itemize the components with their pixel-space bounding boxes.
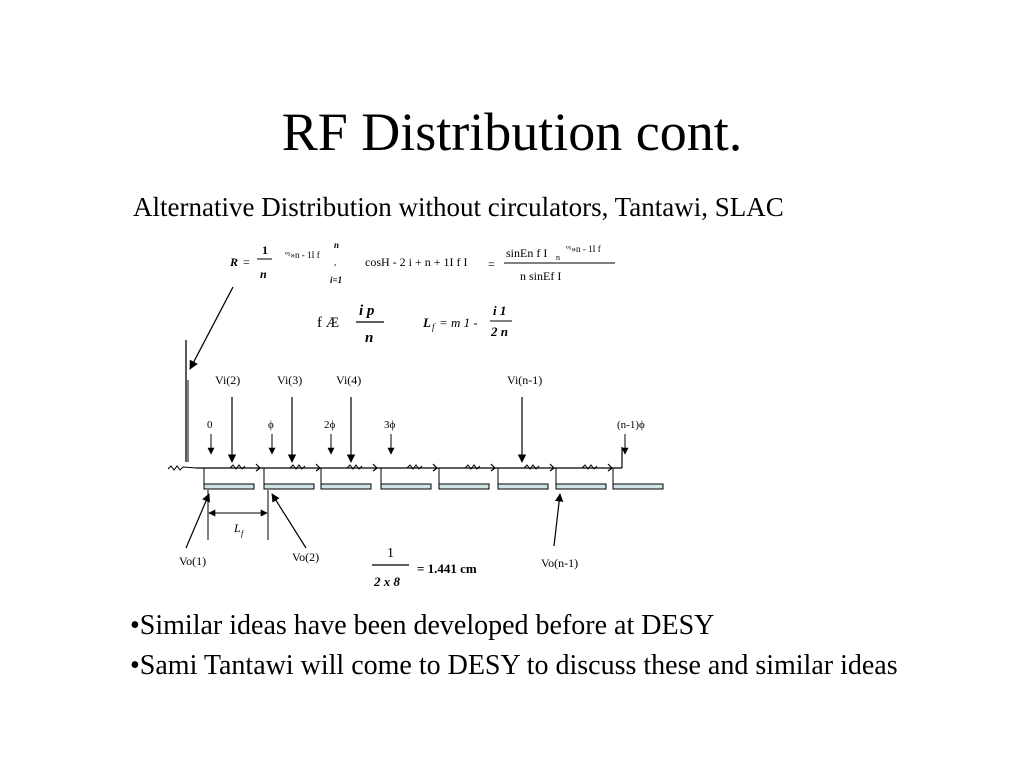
slide-title: RF Distribution cont. xyxy=(281,102,743,162)
dim-label: L xyxy=(233,521,241,535)
eq1-sum-top: n xyxy=(334,240,339,250)
input-arrows xyxy=(227,397,527,463)
phase0-label: 0 xyxy=(207,419,213,431)
radiating-element xyxy=(612,483,664,490)
eq3-lhs-sub: f xyxy=(432,322,436,332)
vo1-label: Vo(1) xyxy=(179,554,206,568)
radiating-element xyxy=(203,483,255,490)
vo2-arrow xyxy=(271,493,307,549)
phase2-label: 2ϕ xyxy=(324,419,336,431)
radiating-element xyxy=(438,483,490,490)
phase1-label: ϕ xyxy=(268,419,274,431)
input-labels: Vi(2) Vi(3) Vi(4) Vi(n-1) xyxy=(215,373,542,387)
eq1-frac-num: 1 xyxy=(262,243,268,257)
eq1-equals-2: = xyxy=(488,257,495,271)
eq4-frac-num: 1 xyxy=(387,546,394,561)
coupler-squiggle xyxy=(581,464,598,470)
spacing-dimension: L f xyxy=(207,490,269,540)
eq4-result: = 1.441 cm xyxy=(417,561,477,576)
eq1-frac-den: n xyxy=(260,267,267,281)
equation-length: L f = m 1 - i 1 2 n xyxy=(422,303,512,339)
equation-reflection: R = 1 n º¹»n - 1I f n , i=1 cosH - 2 i +… xyxy=(229,240,615,285)
dim-label-sub: f xyxy=(241,529,245,538)
coupler-junction xyxy=(372,463,378,472)
eq1-rhs-den: n sinEf I xyxy=(520,269,561,283)
eq1-lhs: R xyxy=(229,255,238,269)
bullet-item: •Sami Tantawi will come to DESY to discu… xyxy=(130,650,898,681)
vi2-label: Vi(2) xyxy=(215,373,240,387)
coupler-squiggle xyxy=(289,464,306,470)
eq2-frac-den: n xyxy=(365,330,373,346)
taps xyxy=(203,463,664,490)
eq2-lhs: f Æ xyxy=(317,315,339,331)
coupler-squiggle xyxy=(523,464,540,470)
eq1-rhs-num: sinEn f I xyxy=(506,246,547,260)
bullet-item: •Similar ideas have been developed befor… xyxy=(130,610,715,641)
eq1-cos-term: cosH - 2 i + n + 1I f I xyxy=(365,255,468,269)
eq1-rhs-sub: n xyxy=(556,253,560,262)
bullet-list: •Similar ideas have been developed befor… xyxy=(130,606,930,686)
feed-arrow xyxy=(189,286,234,370)
von1-arrow xyxy=(553,493,564,547)
coupler-junction xyxy=(432,463,438,472)
equation-phase: f Æ i p n xyxy=(317,303,384,346)
eq1-equals: = xyxy=(243,255,250,269)
eq1-sum-bottom: i=1 xyxy=(330,275,342,285)
coupler-squiggle xyxy=(464,464,481,470)
eq1-sum-comma: , xyxy=(334,257,336,267)
eq4-frac-den: 2 x 8 xyxy=(373,574,401,589)
vin1-label: Vi(n-1) xyxy=(507,373,542,387)
von1-label: Vo(n-1) xyxy=(541,556,578,570)
slide-subtitle: Alternative Distribution without circula… xyxy=(133,192,784,222)
coupler-junction xyxy=(315,463,321,472)
phase-labels: 0 ϕ 2ϕ 3ϕ (n-1)ϕ xyxy=(207,419,645,431)
eq2-frac-num: i p xyxy=(359,303,375,319)
output-labels: Vo(1) Vo(2) Vo(n-1) xyxy=(179,550,578,570)
radiating-element xyxy=(555,483,607,490)
eq1-sup: º¹»n - 1I f xyxy=(285,250,320,260)
coupler-squiggle xyxy=(229,464,246,470)
coupler-junction xyxy=(607,463,613,472)
eq3-eq: = m 1 - xyxy=(439,315,478,330)
eq3-frac-den: 2 n xyxy=(490,324,508,339)
coupler-squiggle xyxy=(346,464,363,470)
radiating-element xyxy=(263,483,315,490)
phase3-label: 3ϕ xyxy=(384,419,396,431)
coupler-junction xyxy=(549,463,555,472)
vi4-label: Vi(4) xyxy=(336,373,361,387)
eq3-frac-num: i 1 xyxy=(493,303,506,318)
eq3-lhs: L xyxy=(422,315,431,330)
vo1-arrow xyxy=(185,493,210,549)
coupler-squiggle xyxy=(406,464,423,470)
distribution-line xyxy=(167,447,623,471)
radiating-element xyxy=(320,483,372,490)
vo2-label: Vo(2) xyxy=(292,550,319,564)
vi3-label: Vi(3) xyxy=(277,373,302,387)
main-feed xyxy=(185,286,234,462)
coupler-junction xyxy=(255,463,261,472)
input-squiggle xyxy=(167,465,197,471)
phasen1-label: (n-1)ϕ xyxy=(617,419,645,431)
radiating-element xyxy=(380,483,432,490)
eq1-rhs-sup: º¹»n - 1I f xyxy=(566,244,601,254)
phase-arrows xyxy=(207,434,629,455)
radiating-element xyxy=(497,483,549,490)
coupler-junction xyxy=(490,463,496,472)
output-arrows xyxy=(185,493,564,549)
equation-result: 1 2 x 8 = 1.441 cm xyxy=(372,546,477,589)
